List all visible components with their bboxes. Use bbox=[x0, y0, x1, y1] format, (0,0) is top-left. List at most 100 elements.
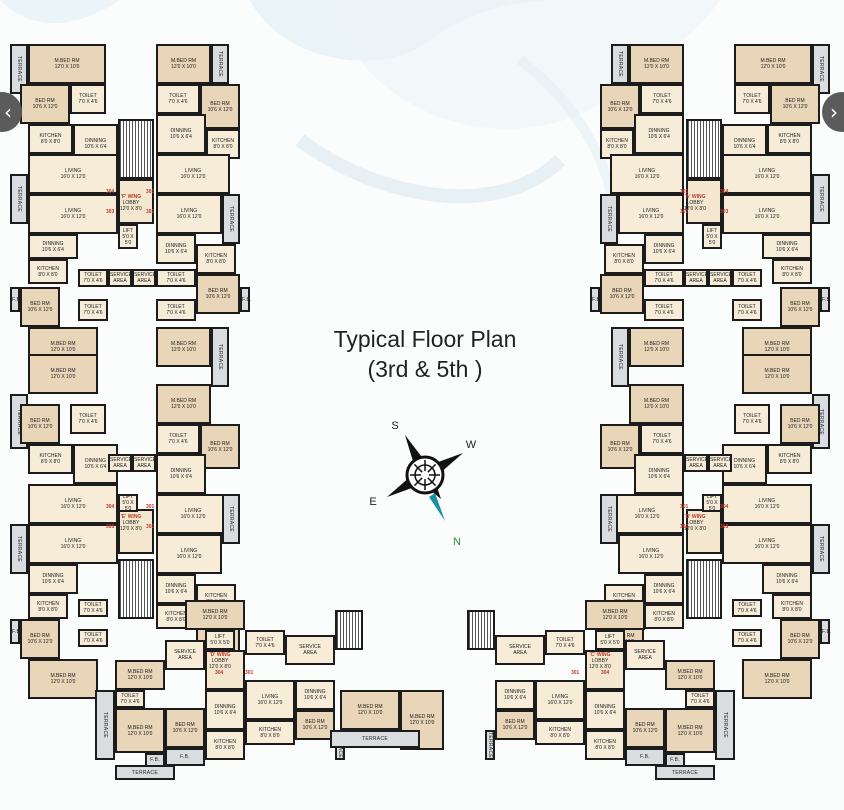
flower-bed-room: F.B. bbox=[625, 748, 665, 766]
dining-label: DINNING 10'6 X 6'4 bbox=[648, 128, 670, 140]
living-room: LIVING 16'0 X 12'0 bbox=[156, 534, 222, 574]
toilet-label: TOILET 7'0 X 4'6 bbox=[742, 413, 762, 425]
master-bedroom-label: M.BED RM 12'0 X 10'0 bbox=[644, 341, 669, 353]
master-bedroom-label: M.BED RM 12'0 X 10'0 bbox=[409, 714, 435, 726]
living-label: LIVING 16'0 X 12'0 bbox=[60, 208, 86, 220]
kitchen-room: KITCHEN 8'0 X 8'0 bbox=[28, 594, 68, 619]
terrace-room: TERRACE bbox=[812, 174, 830, 224]
flat-number: 304 bbox=[215, 670, 224, 676]
toilet-room: TOILET 7'0 X 4'6 bbox=[245, 630, 285, 655]
staircase bbox=[686, 119, 722, 179]
terrace-room: TERRACE bbox=[330, 730, 420, 748]
flat-number: 303 bbox=[720, 524, 729, 530]
flower-bed-label: F.B. bbox=[242, 296, 252, 303]
bedroom-label: BED RM 10'6 X 12'0 bbox=[787, 418, 813, 430]
kitchen-room: KITCHEN 8'0 X 8'0 bbox=[585, 730, 625, 760]
flower-bed-room: F.B. bbox=[165, 748, 205, 766]
flat-number: 303 bbox=[106, 524, 115, 530]
service-area-room: SERVICE AREA bbox=[495, 635, 545, 665]
kitchen-label: KITCHEN 8'0 X 8'0 bbox=[594, 739, 616, 751]
flat-number: 304 bbox=[106, 504, 115, 510]
kitchen-room: KITCHEN 8'0 X 8'0 bbox=[644, 604, 684, 629]
next-button[interactable]: › bbox=[822, 92, 844, 132]
toilet-label: TOILET 7'0 X 4'6 bbox=[83, 632, 103, 644]
dining-label: DINNING 10'6 X 6'4 bbox=[165, 243, 187, 255]
lift-label: LIFT 5'0 X 5'0 bbox=[600, 634, 620, 646]
kitchen-label: KITCHEN 8'0 X 8'0 bbox=[778, 453, 801, 465]
toilet-label: TOILET 7'0 X 4'6 bbox=[120, 693, 140, 705]
toilet-label: TOILET 7'0 X 4'6 bbox=[742, 93, 762, 105]
bedroom-label: BED RM 10'6 X 12'0 bbox=[172, 722, 198, 734]
toilet-label: TOILET 7'0 X 4'6 bbox=[78, 413, 98, 425]
service-area-label: SERVICE AREA bbox=[686, 272, 708, 284]
terrace-label: TERRACE bbox=[16, 186, 22, 212]
master-bedroom-room: M.BED RM 12'0 X 10'0 bbox=[28, 354, 98, 394]
bedroom-room: BED RM 10'6 X 12'0 bbox=[295, 710, 335, 740]
bedroom-label: BED RM 10'6 X 12'0 bbox=[205, 288, 231, 300]
dining-label: DINNING 10'6 X 6'4 bbox=[165, 583, 187, 595]
compass-north-label: N bbox=[453, 536, 461, 548]
dining-label: DINNING 10'6 X 6'4 bbox=[733, 138, 756, 150]
flower-bed-label: F.B. bbox=[150, 757, 160, 763]
service-area-label: SERVICE AREA bbox=[134, 272, 156, 284]
living-label: LIVING 16'0 X 12'0 bbox=[754, 538, 780, 550]
living-label: LIVING 16'0 X 12'0 bbox=[754, 168, 780, 180]
bedroom-label: BED RM 10'6 X 12'0 bbox=[607, 440, 633, 453]
living-room: LIVING 16'0 X 12'0 bbox=[28, 194, 118, 234]
terrace-label: TERRACE bbox=[672, 769, 698, 776]
living-room: LIVING 16'0 X 12'0 bbox=[156, 494, 230, 534]
lift-room: LIFT 5'0 X 5'0 bbox=[702, 224, 722, 249]
master-bedroom-room: M.BED RM 12'0 X 10'0 bbox=[400, 690, 444, 750]
toilet-label: TOILET 7'0 X 4'6 bbox=[83, 304, 103, 316]
living-label: LIVING 16'0 X 12'0 bbox=[634, 508, 660, 520]
lift-room: LIFT 5'0 X 5'0 bbox=[118, 494, 138, 512]
plan-title: Typical Floor Plan (3rd & 5th ) bbox=[300, 324, 550, 384]
dining-room: DINNING 10'6 X 6'4 bbox=[156, 454, 206, 494]
kitchen-label: KITCHEN 8'0 X 8'0 bbox=[781, 265, 803, 278]
chevron-left-icon: ‹ bbox=[4, 100, 12, 124]
terrace-label: TERRACE bbox=[818, 536, 824, 562]
wing-label: 'B' WING bbox=[684, 514, 706, 520]
terrace-room: TERRACE bbox=[611, 327, 629, 387]
service-area-room: SERVICE AREA bbox=[165, 640, 205, 670]
lobby-label: LOBBY 12'0 X 8'0 bbox=[120, 200, 142, 212]
living-room: LIVING 16'0 X 12'0 bbox=[28, 154, 118, 194]
living-room: LIVING 16'0 X 12'0 bbox=[245, 680, 295, 720]
master-bedroom-room: M.BED RM 12'0 X 10'0 bbox=[629, 384, 684, 424]
staircase bbox=[686, 559, 722, 619]
master-bedroom-label: M.BED RM 12'0 X 10'0 bbox=[357, 704, 383, 716]
terrace-room: TERRACE bbox=[10, 174, 28, 224]
lift-room: LIFT 5'0 X 5'0 bbox=[595, 630, 625, 650]
living-room: LIVING 16'0 X 12'0 bbox=[722, 524, 812, 564]
master-bedroom-label: M.BED RM 12'0 X 10'0 bbox=[127, 724, 153, 737]
prev-button[interactable]: ‹ bbox=[0, 92, 22, 132]
bedroom-label: BED RM 10'6 X 12'0 bbox=[302, 719, 328, 731]
toilet-room: TOILET 7'0 X 4'6 bbox=[644, 299, 684, 321]
dining-room: DINNING 10'6 X 6'4 bbox=[156, 114, 206, 154]
terrace-room: TERRACE bbox=[95, 690, 115, 760]
wing-label: 'F' WING bbox=[120, 194, 142, 200]
living-label: LIVING 16'0 X 12'0 bbox=[176, 208, 202, 220]
terrace-label: TERRACE bbox=[132, 769, 158, 776]
compass-west-label: W bbox=[466, 439, 477, 451]
terrace-room: TERRACE bbox=[812, 44, 830, 94]
terrace-room: TERRACE bbox=[655, 765, 715, 780]
flower-bed-room: F.B. bbox=[10, 619, 22, 644]
terrace-label: TERRACE bbox=[362, 736, 388, 742]
master-bedroom-label: M.BED RM 12'0 X 10'0 bbox=[127, 669, 153, 681]
bedroom-label: BED RM 10'6 X 12'0 bbox=[207, 100, 233, 113]
service-area-room: SERVICE AREA bbox=[132, 269, 156, 287]
service-area-label: SERVICE AREA bbox=[110, 272, 132, 284]
master-bedroom-room: M.BED RM 12'0 X 10'0 bbox=[665, 708, 715, 753]
bedroom-label: BED RM 10'6 X 12'0 bbox=[787, 633, 813, 645]
wing-label: 'E' WING bbox=[120, 514, 142, 520]
toilet-label: TOILET 7'0 X 4'6 bbox=[654, 272, 674, 284]
living-room: LIVING 16'0 X 12'0 bbox=[156, 154, 230, 194]
flat-number: 302 bbox=[146, 524, 155, 530]
dining-label: DINNING 10'6 X 6'4 bbox=[504, 689, 526, 701]
dining-label: DINNING 10'6 X 6'4 bbox=[170, 128, 192, 140]
master-bedroom-room: M.BED RM 12'0 X 10'0 bbox=[734, 44, 812, 84]
toilet-room: TOILET 7'0 X 4'6 bbox=[156, 424, 200, 454]
